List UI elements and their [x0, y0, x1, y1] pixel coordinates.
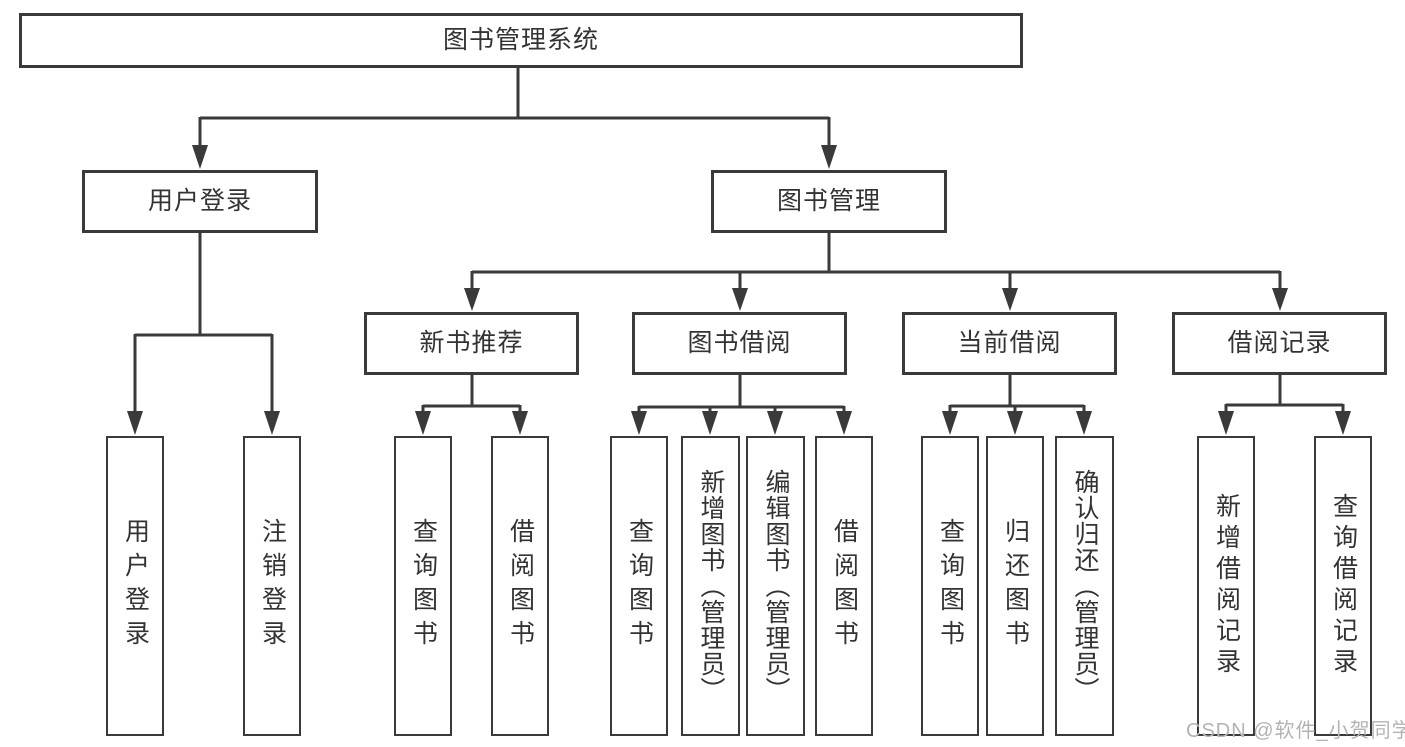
node-borrowing-records: 借阅记录 — [1172, 312, 1387, 375]
node-leaf-borrow-books: 借阅图书 — [815, 436, 873, 736]
node-leaf-borrow-books-recommend: 借阅图书 — [491, 436, 549, 736]
node-label: 当前借阅 — [957, 329, 1062, 357]
node-label: 归还图书 — [1001, 518, 1030, 654]
arrowhead — [1272, 288, 1288, 311]
arrowhead — [836, 411, 852, 435]
node-label: 借阅图书 — [506, 518, 535, 654]
node-label: 查询图书 — [625, 518, 654, 654]
node-label: 查询图书 — [936, 518, 965, 654]
node-label: 图书管理 — [776, 187, 881, 215]
arrowhead — [464, 288, 480, 311]
node-label: 查询图书 — [409, 518, 438, 654]
arrowhead — [702, 411, 718, 435]
node-leaf-query-books-borrowing: 查询图书 — [610, 436, 668, 736]
node-book-management: 图书管理 — [711, 170, 947, 233]
node-current-borrowing: 当前借阅 — [902, 312, 1117, 375]
node-leaf-add-books-admin: 新增图书（管理员） — [681, 436, 740, 736]
node-label: 新增借阅记录 — [1212, 493, 1241, 679]
arrowhead — [415, 411, 431, 435]
node-leaf-logout-login: 注销登录 — [243, 436, 301, 736]
node-library-management-system: 图书管理系统 — [19, 13, 1023, 68]
node-label: 查询借阅记录 — [1329, 493, 1358, 679]
arrowhead — [767, 411, 783, 435]
node-leaf-user-login: 用户登录 — [106, 436, 164, 736]
node-label: 借阅图书 — [830, 518, 859, 654]
node-label: 借阅记录 — [1227, 329, 1332, 357]
node-label: 新增图书（管理员） — [697, 469, 725, 703]
arrowhead — [1007, 411, 1023, 435]
node-leaf-confirm-return-admin: 确认归还（管理员） — [1055, 436, 1114, 736]
node-label: 确认归还（管理员） — [1071, 469, 1099, 703]
node-user-login: 用户登录 — [82, 170, 318, 233]
node-leaf-edit-books-admin: 编辑图书（管理员） — [746, 436, 805, 736]
arrowhead — [1002, 288, 1018, 311]
arrowhead — [942, 411, 958, 435]
arrowhead — [1076, 411, 1092, 435]
arrowhead — [192, 145, 208, 169]
node-label: 用户登录 — [147, 187, 252, 215]
arrowhead — [732, 288, 748, 311]
arrowhead — [512, 411, 528, 435]
node-leaf-add-borrow-record: 新增借阅记录 — [1197, 436, 1255, 736]
arrowhead — [1335, 411, 1351, 435]
node-label: 编辑图书（管理员） — [762, 469, 790, 703]
node-leaf-return-books: 归还图书 — [986, 436, 1044, 736]
node-label: 用户登录 — [121, 518, 150, 654]
node-label: 图书借阅 — [687, 329, 792, 357]
watermark: CSDN @软件_小贺同学 — [1186, 720, 1405, 742]
arrowhead — [821, 145, 837, 169]
node-book-borrowing: 图书借阅 — [632, 312, 847, 375]
node-label: 注销登录 — [258, 518, 287, 654]
arrowhead — [1218, 411, 1234, 435]
node-leaf-query-books-current: 查询图书 — [921, 436, 979, 736]
arrowhead — [264, 411, 280, 435]
arrowhead — [127, 411, 143, 435]
node-leaf-query-borrow-record: 查询借阅记录 — [1314, 436, 1372, 736]
node-leaf-query-books-recommend: 查询图书 — [394, 436, 452, 736]
node-label: 图书管理系统 — [442, 26, 599, 54]
node-new-book-recommendation: 新书推荐 — [364, 312, 579, 375]
node-label: 新书推荐 — [419, 329, 524, 357]
arrowhead — [631, 411, 647, 435]
